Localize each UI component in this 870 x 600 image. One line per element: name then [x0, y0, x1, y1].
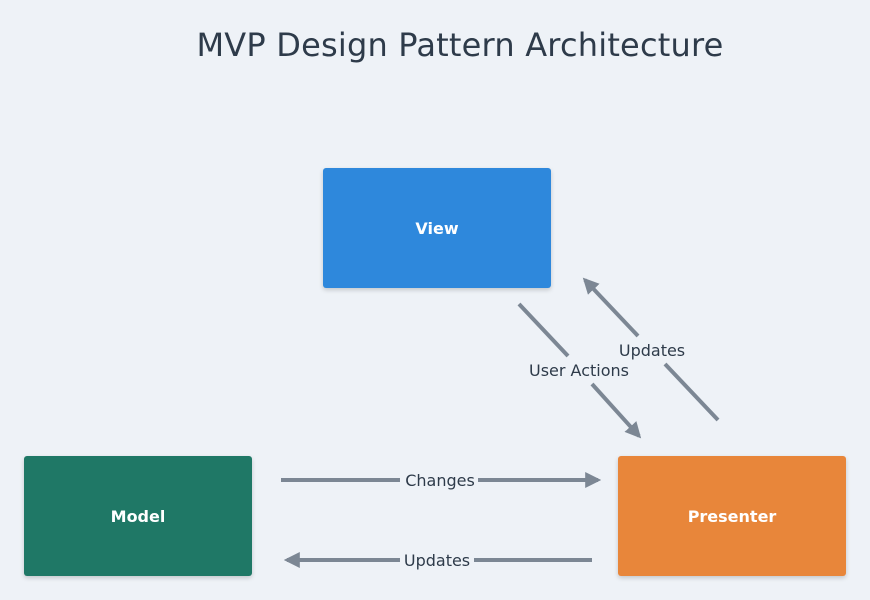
- model-node-label: Model: [110, 506, 166, 526]
- view-node-label: View: [415, 218, 459, 238]
- edge-updates-view-line: [663, 362, 720, 422]
- page-title: MVP Design Pattern Architecture: [196, 26, 724, 64]
- edge-user-actions-line: [590, 382, 642, 439]
- view-node: View: [323, 168, 551, 288]
- edge-user-actions-line: [517, 302, 570, 358]
- edge-updates-view-line: [582, 277, 640, 338]
- edge-updates-model: Updates: [283, 551, 592, 570]
- edge-user-actions-label: User Actions: [529, 361, 629, 380]
- presenter-node-label: Presenter: [687, 506, 777, 526]
- presenter-node: Presenter: [618, 456, 846, 576]
- edge-updates-view: Updates: [582, 277, 720, 422]
- edge-updates-view-label: Updates: [619, 341, 685, 360]
- edge-user-actions: User Actions: [517, 302, 642, 439]
- edge-changes-label: Changes: [405, 471, 475, 490]
- edge-changes: Changes: [281, 471, 602, 490]
- edge-updates-model-label: Updates: [404, 551, 470, 570]
- model-node: Model: [24, 456, 252, 576]
